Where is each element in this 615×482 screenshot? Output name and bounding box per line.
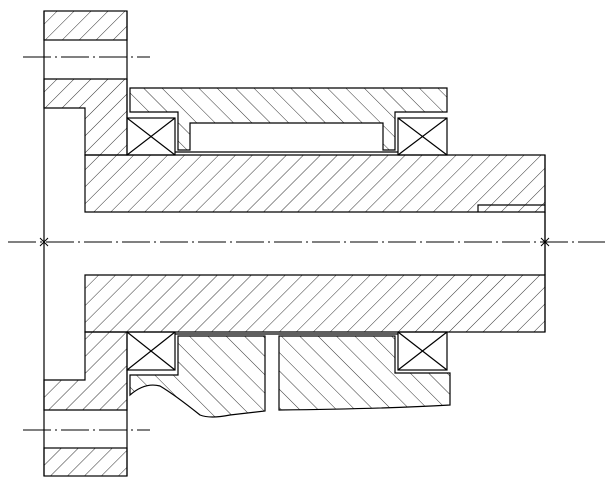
lower-housing-right	[278, 335, 451, 411]
flange-upper-hub	[43, 78, 128, 156]
flange-top-rim	[43, 10, 128, 41]
lower-housing-left	[129, 335, 266, 418]
flange-bottom-rim	[43, 447, 128, 477]
shaft-lower-section	[84, 274, 546, 333]
shaft-keyway-step	[477, 204, 545, 212]
axis-point-marker-left	[39, 237, 49, 247]
bearing-bottom-right	[397, 331, 448, 371]
axis-point-marker-right	[540, 237, 550, 247]
upper-housing	[129, 87, 448, 151]
bearing-top-left	[126, 117, 176, 156]
bearing-bottom-left	[126, 331, 176, 371]
bearing-top-right	[397, 117, 448, 156]
shaft-upper-section	[84, 154, 546, 213]
flange-lower-hub	[43, 331, 128, 411]
